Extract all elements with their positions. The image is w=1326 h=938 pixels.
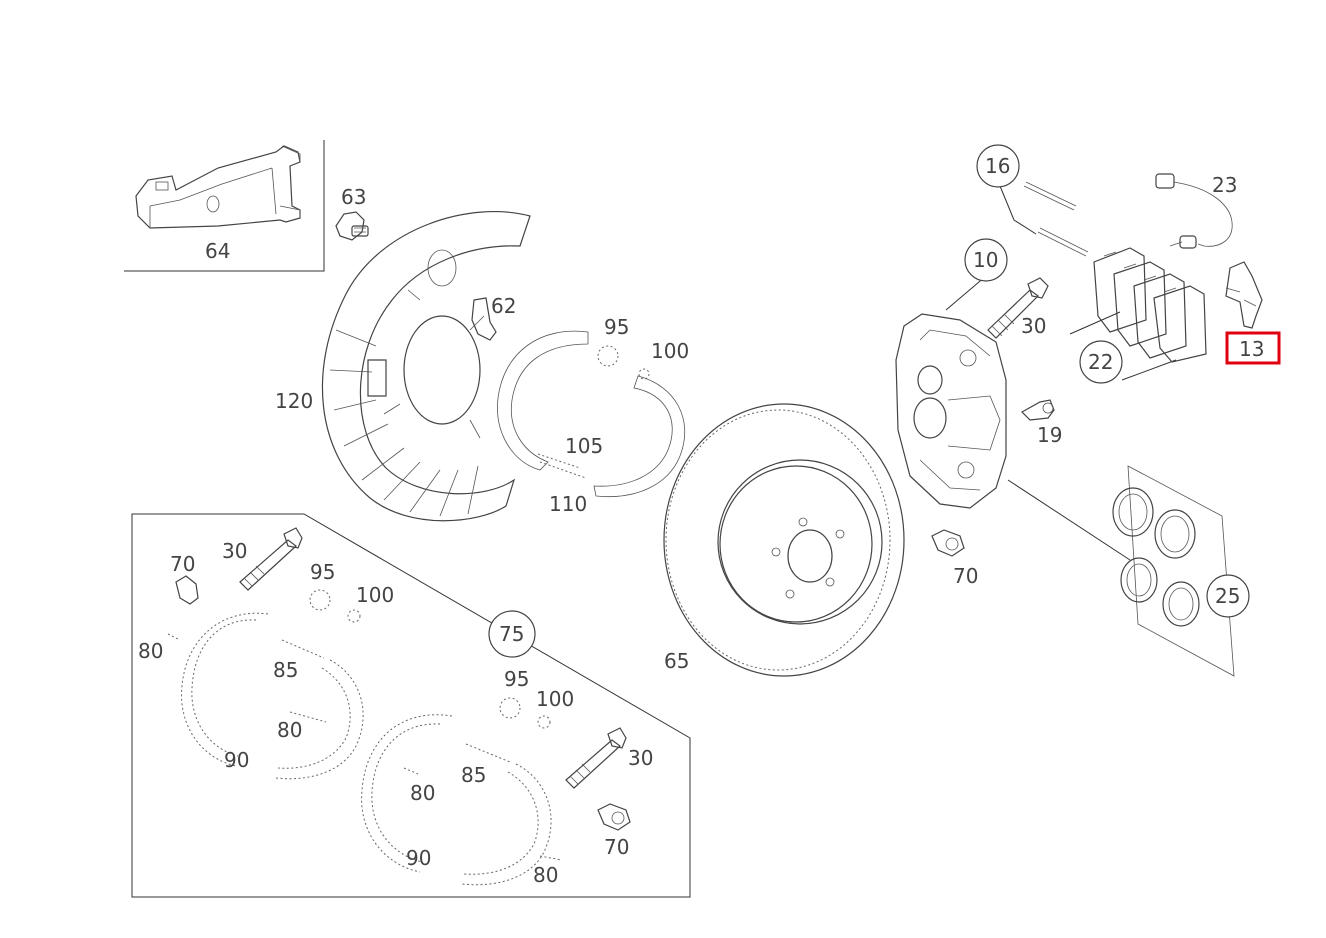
callout-19[interactable]: 19 [1037, 423, 1062, 447]
bolt-63 [335, 211, 369, 241]
wear-sensor-23 [1155, 173, 1233, 249]
callout-85-kit-b[interactable]: 85 [461, 763, 486, 787]
callout-30-kit-b[interactable]: 30 [628, 746, 653, 770]
bracket-inset-64 [124, 140, 325, 272]
callout-75[interactable]: 75 [499, 622, 524, 646]
seal-kit-25 [1007, 465, 1235, 677]
callout-10[interactable]: 10 [973, 248, 998, 272]
brake-pads-22 [1069, 247, 1207, 381]
callout-80-kit-c[interactable]: 80 [410, 781, 435, 805]
highlight-callout-13 [1225, 331, 1281, 365]
callout-100-kit-b[interactable]: 100 [536, 687, 574, 711]
bleeder-valve-19 [1021, 399, 1055, 421]
callout-95-shoe[interactable]: 95 [604, 315, 629, 339]
callout-65[interactable]: 65 [664, 649, 689, 673]
callout-13[interactable]: 13 [1239, 337, 1264, 361]
screw-70-caliper [931, 529, 965, 557]
callout-80-kit-d[interactable]: 80 [533, 863, 558, 887]
parking-brake-shoe [497, 330, 685, 498]
clip-62 [471, 297, 497, 341]
callout-100-kit[interactable]: 100 [356, 583, 394, 607]
callout-90-kit-b[interactable]: 90 [406, 846, 431, 870]
caliper-bolt-30 [987, 277, 1049, 339]
callout-63[interactable]: 63 [341, 185, 366, 209]
callout-25[interactable]: 25 [1215, 584, 1240, 608]
callout-90-kit-a[interactable]: 90 [224, 748, 249, 772]
callout-70-kit[interactable]: 70 [170, 552, 195, 576]
callout-105[interactable]: 105 [565, 434, 603, 458]
callout-80-kit-b[interactable]: 80 [277, 718, 302, 742]
callout-120[interactable]: 120 [275, 389, 313, 413]
backing-plate-120 [321, 211, 531, 522]
callout-80-kit-a[interactable]: 80 [138, 639, 163, 663]
callout-85-kit-a[interactable]: 85 [273, 658, 298, 682]
callout-95-kit-b[interactable]: 95 [504, 667, 529, 691]
spring-clip-13 [1225, 261, 1263, 329]
brake-disc-65 [663, 403, 905, 677]
callout-62[interactable]: 62 [491, 294, 516, 318]
brake-caliper-10 [895, 313, 1007, 509]
parking-brake-kit-inset-75 [131, 513, 691, 898]
callout-30-kit[interactable]: 30 [222, 539, 247, 563]
callout-22[interactable]: 22 [1088, 350, 1113, 374]
callout-23[interactable]: 23 [1212, 173, 1237, 197]
callout-110[interactable]: 110 [549, 492, 587, 516]
callout-16[interactable]: 16 [985, 154, 1010, 178]
callout-30-caliper[interactable]: 30 [1021, 314, 1046, 338]
callout-100-shoe[interactable]: 100 [651, 339, 689, 363]
callout-64[interactable]: 64 [205, 239, 230, 263]
callout-70-kit-b[interactable]: 70 [604, 835, 629, 859]
callout-70-caliper[interactable]: 70 [953, 564, 978, 588]
callout-95-kit[interactable]: 95 [310, 560, 335, 584]
guide-pins-16 [999, 181, 1089, 257]
